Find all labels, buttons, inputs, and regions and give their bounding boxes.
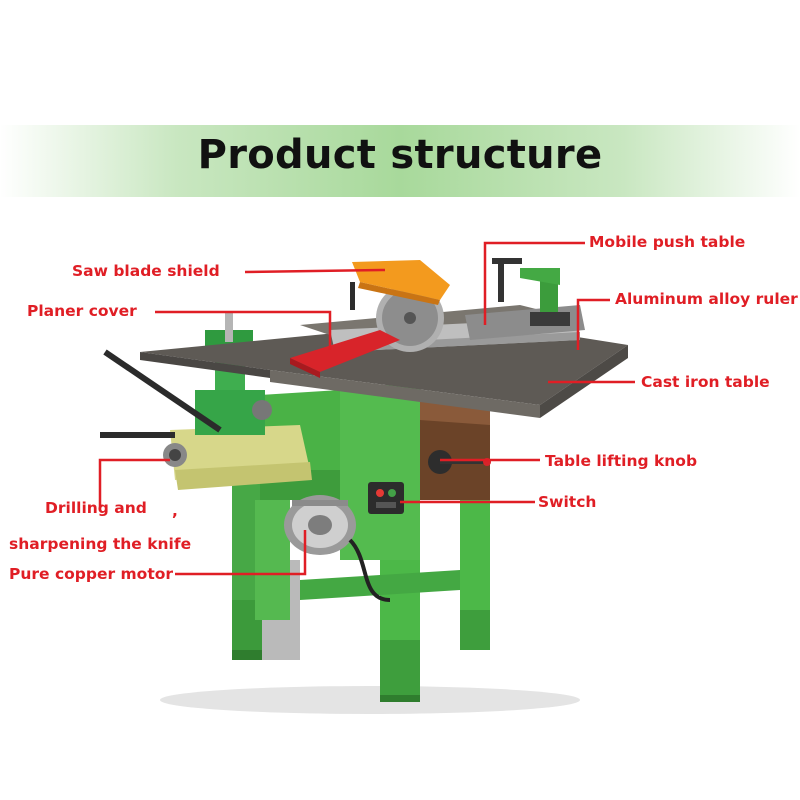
leader-aluminum-ruler	[576, 298, 610, 350]
leader-saw-blade-shield	[244, 268, 386, 274]
label-sharpening-the-knife: sharpening the knife	[9, 535, 192, 553]
label-mobile-push-table: Mobile push table	[589, 233, 746, 251]
label-aluminum-alloy-ruler: Aluminum alloy ruler	[615, 290, 798, 308]
floor-shadow	[160, 686, 580, 714]
label-planer-cover: Planer cover	[27, 302, 137, 320]
mobile-push-table	[465, 258, 585, 340]
drilling-attachment	[100, 330, 312, 490]
title-banner	[0, 125, 800, 197]
leader-planer-cover	[155, 310, 332, 350]
leader-motor	[175, 530, 307, 576]
leader-drilling	[98, 458, 170, 508]
label-table-lifting-knob: Table lifting knob	[545, 452, 698, 470]
label-drilling-comma: ,	[172, 502, 178, 520]
label-switch: Switch	[538, 493, 597, 511]
label-saw-blade-shield: Saw blade shield	[72, 262, 220, 280]
page-title: Product structure	[197, 132, 603, 178]
leader-lines	[98, 241, 635, 576]
label-cast-iron-table: Cast iron table	[641, 373, 770, 391]
label-pure-copper-motor: Pure copper motor	[9, 565, 174, 583]
leader-mobile-push-table	[483, 241, 585, 325]
label-drilling-and: Drilling and	[45, 499, 147, 517]
planer-cover	[225, 312, 400, 378]
table-lifting-knob	[428, 450, 491, 474]
switch-box	[368, 482, 404, 514]
